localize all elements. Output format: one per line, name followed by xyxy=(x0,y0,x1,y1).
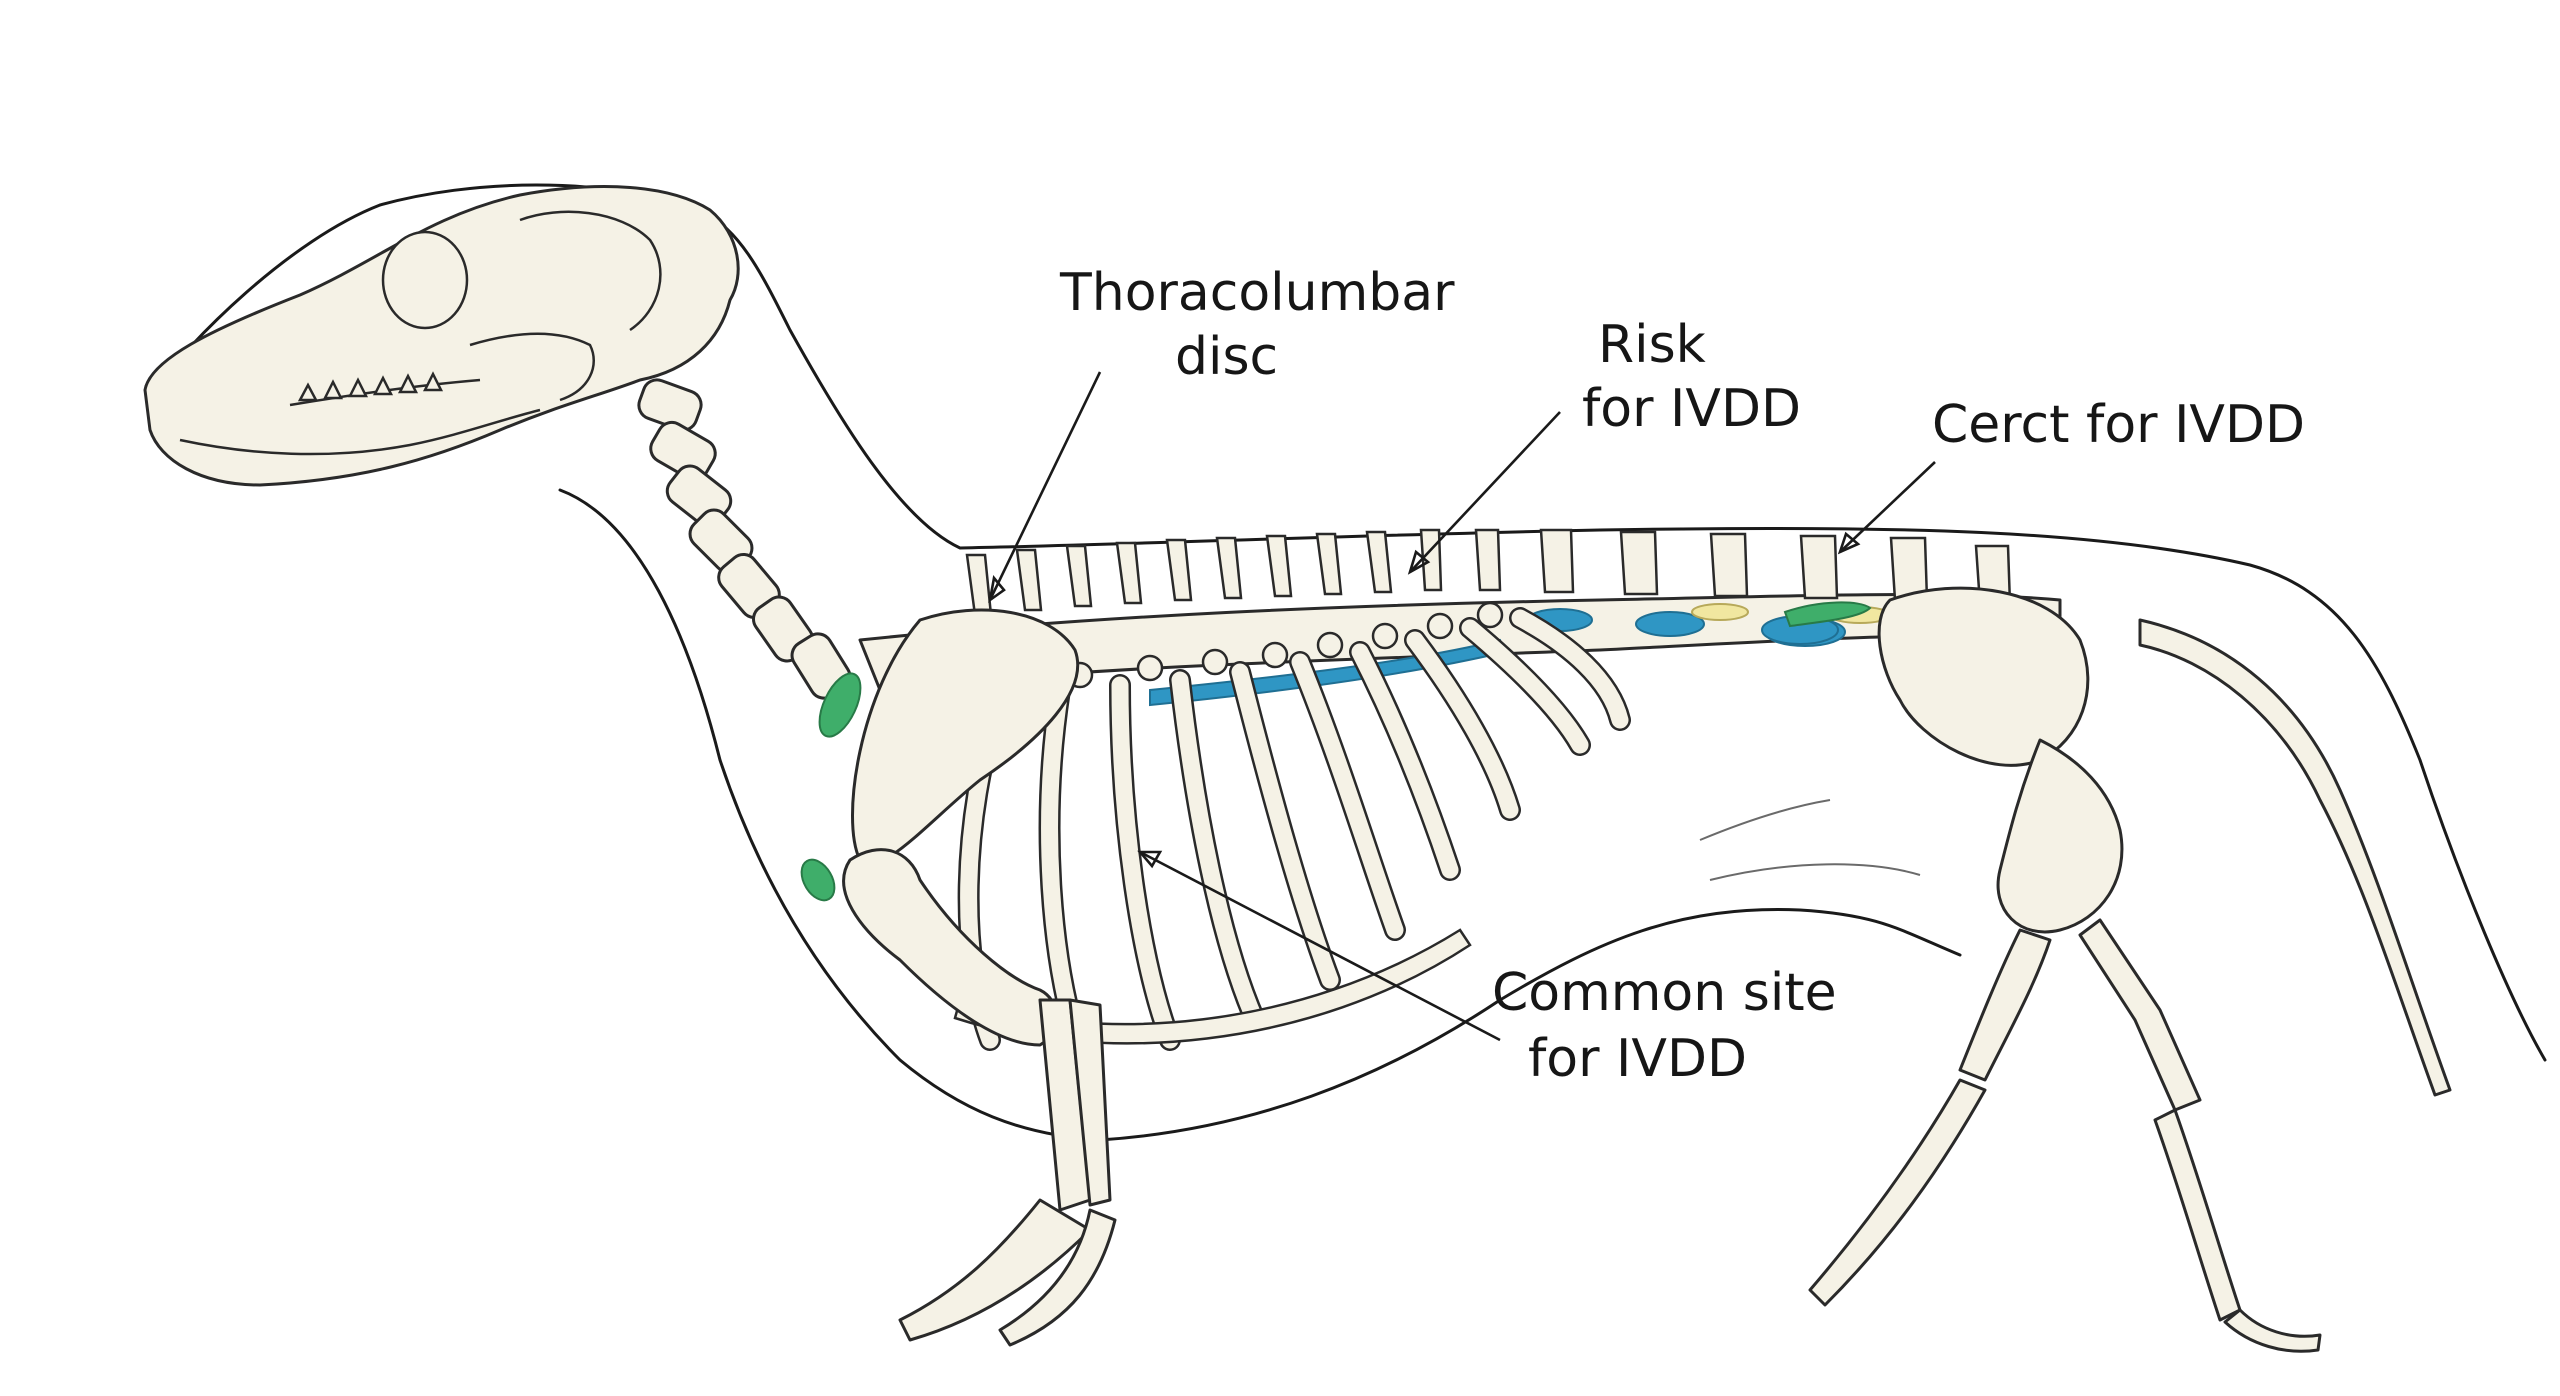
cervical-spine xyxy=(637,378,862,738)
vertebra-rings xyxy=(1066,601,1504,689)
leader-thoracolumbar xyxy=(988,371,1102,601)
rib-cage xyxy=(953,607,1631,1061)
leader-common xyxy=(1139,850,1501,1042)
label-common: Common site xyxy=(1492,963,1837,1023)
label-thoracolumbar-line1: Thoracolumbar xyxy=(1059,263,1455,323)
label-risk-line1: Risk xyxy=(1598,315,1706,375)
label-common-line1: Common site xyxy=(1492,963,1837,1023)
pelvis xyxy=(1877,586,2090,767)
femur xyxy=(1996,738,2124,934)
teeth xyxy=(297,371,444,402)
flank-line-1 xyxy=(1699,799,1831,841)
shoulder-disc-green xyxy=(800,858,836,902)
tail xyxy=(2138,618,2452,1097)
lumbar-disc-green xyxy=(1783,601,1872,628)
leader-lines xyxy=(988,371,1936,1042)
leader-cerct xyxy=(1839,461,1936,553)
leader-risk xyxy=(1409,411,1561,573)
label-common-2: for IVDD xyxy=(1528,1029,1747,1089)
label-thoracolumbar-2: disc xyxy=(1175,327,1278,387)
label-cerct: Cerct for IVDD xyxy=(1932,395,2305,455)
scapula xyxy=(851,608,1080,866)
front-leg xyxy=(800,608,1117,1347)
label-risk-2: for IVDD xyxy=(1582,379,1801,439)
skull xyxy=(143,185,740,487)
label-thoracolumbar: Thoracolumbar xyxy=(1059,263,1455,323)
humerus xyxy=(842,848,1059,1047)
spinous-processes xyxy=(965,528,2012,617)
label-risk-line2: for IVDD xyxy=(1582,379,1801,439)
label-risk: Risk xyxy=(1598,315,1706,375)
front-paw xyxy=(898,1198,1092,1342)
tibia xyxy=(1958,928,2052,1082)
flank-line-2 xyxy=(1709,863,1921,881)
body-outline xyxy=(148,183,2547,1062)
hind-leg xyxy=(1808,586,2322,1353)
label-cerct-line1: Cerct for IVDD xyxy=(1932,395,2305,455)
front-paw-2 xyxy=(998,1208,1117,1347)
cervical-disc-green xyxy=(818,672,862,738)
hind-paw xyxy=(2153,1108,2242,1322)
label-thoracolumbar-line2: disc xyxy=(1175,327,1278,387)
label-common-line2: for IVDD xyxy=(1528,1029,1747,1089)
